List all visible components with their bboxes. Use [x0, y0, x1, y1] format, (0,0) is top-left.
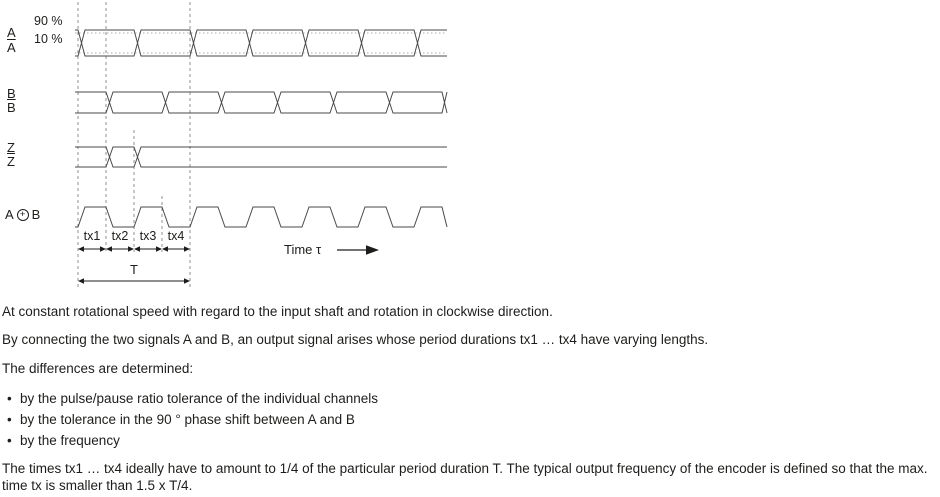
tx2-arrow-left-head	[106, 246, 112, 252]
description-text: At constant rotational speed with regard…	[0, 296, 940, 494]
signal-b-bar-label: B	[7, 100, 16, 115]
list-item: by the pulse/pause ratio tolerance of th…	[2, 389, 936, 410]
period-t-label: T	[130, 262, 138, 277]
time-axis-label: Time τ	[284, 242, 322, 257]
signal-a-xor-b-label: A + B	[5, 208, 40, 222]
xor-plus-icon: +	[16, 209, 29, 221]
signal-z-bar-label: Z	[7, 154, 15, 169]
timing-diagram: A A 90 % 10 % B B Z Z A + B tx1 tx2 tx3 …	[5, 2, 448, 288]
tx1-label: tx1	[83, 229, 101, 243]
paragraph-connecting: By connecting the two signals A and B, a…	[2, 332, 709, 348]
waveform-z	[75, 146, 447, 168]
paragraph-speed: At constant rotational speed with regard…	[2, 304, 553, 319]
tx4-label: tx4	[167, 229, 185, 243]
level-90-label: 90 %	[34, 14, 63, 28]
list-item: by the tolerance in the 90 ° phase shift…	[2, 410, 936, 431]
waveform-b	[75, 91, 448, 114]
list-item: by the frequency	[2, 431, 936, 452]
tx3-label: tx3	[139, 229, 157, 243]
time-arrow-head	[366, 245, 379, 255]
xor-b-text: B	[31, 207, 41, 222]
differences-list: by the pulse/pause ratio tolerance of th…	[2, 389, 936, 452]
tx3-arrow-left-head	[134, 246, 140, 252]
signal-a-bar-label: A	[7, 40, 16, 55]
t-period-arrow-left-head	[78, 278, 84, 284]
paragraph-differences: The differences are determined:	[2, 360, 194, 376]
waveform-z-inverted	[75, 146, 447, 168]
tx4-arrow-left-head	[162, 246, 168, 252]
tx3-arrow-right-head	[156, 246, 162, 252]
tx4-arrow-right-head	[184, 246, 190, 252]
tx1-arrow-left-head	[78, 246, 84, 252]
paragraph-times: The times tx1 … tx4 ideally have to amou…	[2, 461, 928, 493]
signal-b-label: B	[7, 86, 16, 101]
waveform-canvas	[75, 2, 448, 288]
signal-z-label: Z	[7, 140, 15, 155]
xor-a-text: A	[5, 207, 14, 222]
tx1-arrow-right-head	[100, 246, 106, 252]
signal-a-label: A	[7, 25, 16, 40]
waveform-a-xor-b	[75, 206, 448, 228]
waveform-a-inverted	[75, 29, 447, 57]
tx2-arrow-right-head	[128, 246, 134, 252]
tx2-label: tx2	[111, 229, 129, 243]
t-period-arrow-right-head	[184, 278, 190, 284]
waveform-b-inverted	[75, 91, 448, 114]
waveform-a	[75, 29, 447, 57]
level-10-label: 10 %	[34, 32, 63, 46]
